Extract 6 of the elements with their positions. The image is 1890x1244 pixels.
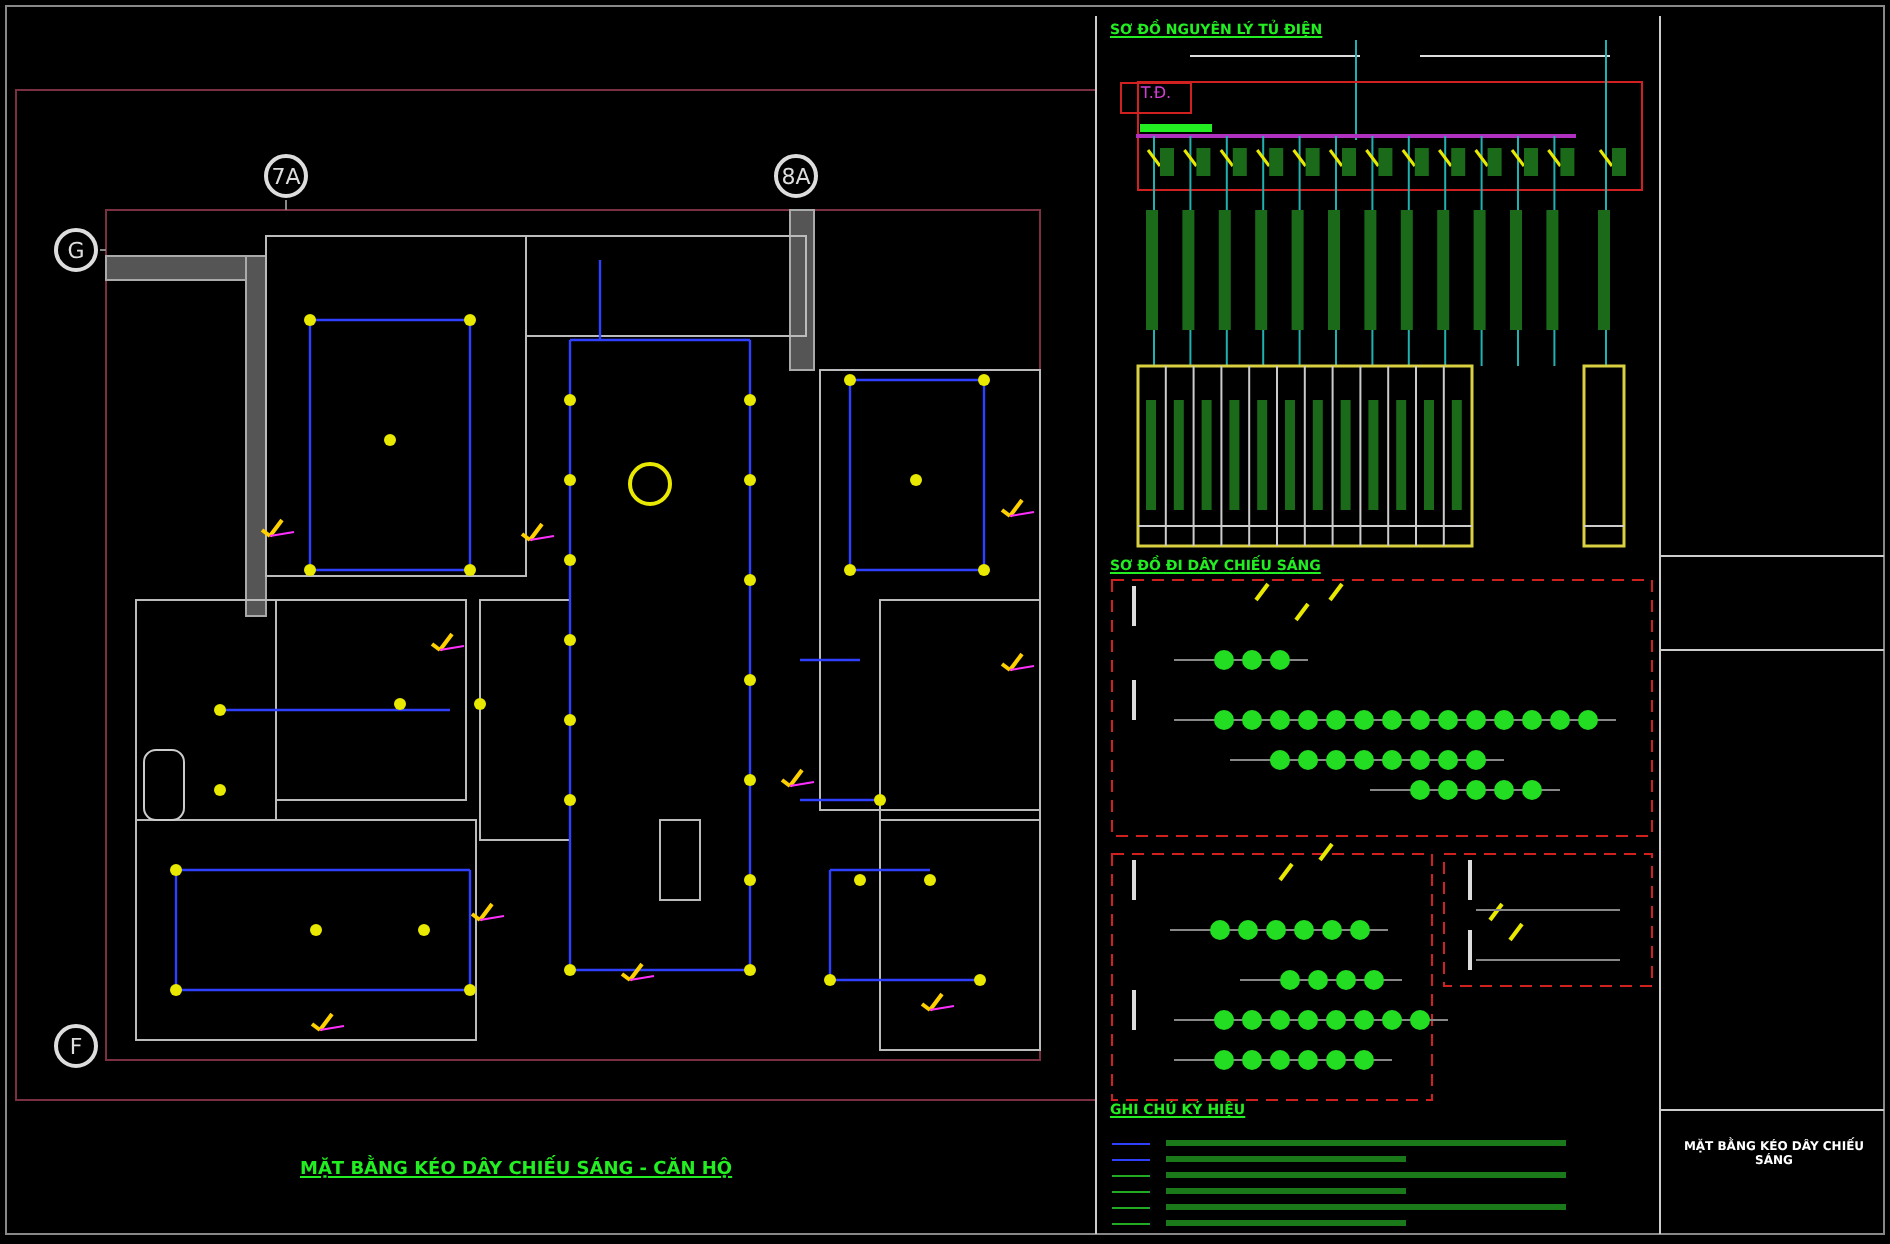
grid-axis-bubble: G [54, 228, 98, 272]
grid-axis-bubble: 7A [264, 154, 308, 198]
panel-label-box: T.Đ. [1120, 82, 1192, 114]
drawing-title: MẶT BẰNG KÉO DÂY CHIẾU SÁNG - CĂN HỘ [300, 1160, 733, 1180]
grid-axis-bubble: F [54, 1024, 98, 1068]
grid-axis-bubble: 8A [774, 154, 818, 198]
